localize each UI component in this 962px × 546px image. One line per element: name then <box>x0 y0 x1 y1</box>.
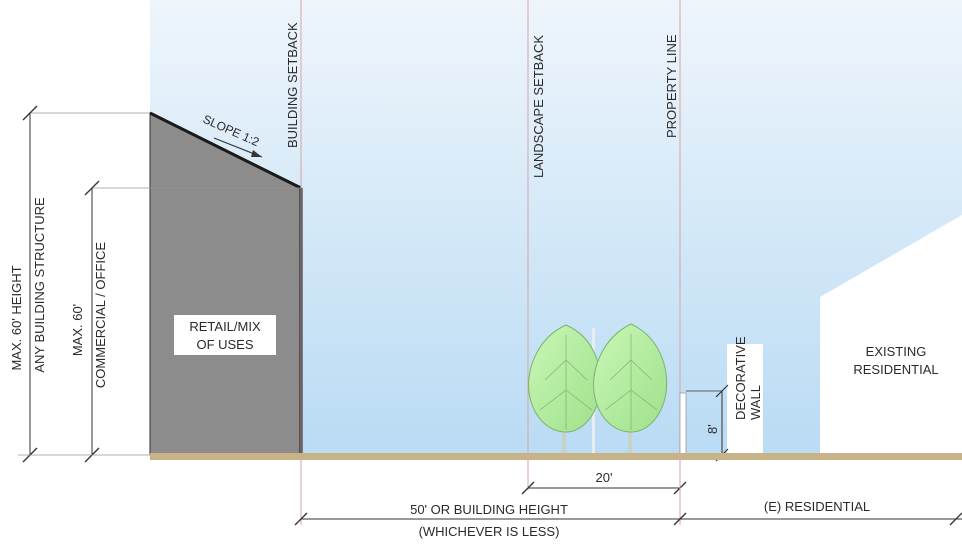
setback-tick-mid <box>673 512 687 526</box>
landscape-width-label: 20' <box>596 470 613 485</box>
height-dim-any-top-tick <box>22 105 38 121</box>
residential-zone-label: (E) RESIDENTIAL <box>764 499 870 514</box>
decorative-wall-label-line2: WALL <box>748 385 763 420</box>
height-any-label-line1: MAX. 60' HEIGHT <box>9 265 24 370</box>
wall-height-label: 8' <box>705 424 720 434</box>
retail-label-line2: OF USES <box>196 337 253 352</box>
property-line-label: PROPERTY LINE <box>664 34 679 138</box>
setback-tick-right <box>949 512 962 526</box>
landscape-setback-label: LANDSCAPE SETBACK <box>531 35 546 178</box>
slope-roof-line <box>149 111 302 190</box>
ground-line <box>150 453 962 460</box>
retail-label-box <box>174 315 276 355</box>
decorative-wall-label-box <box>727 344 763 454</box>
setback-label-line2: (WHICHEVER IS LESS) <box>419 524 560 539</box>
tree-branches <box>539 334 658 430</box>
landscape-width-tick-left <box>521 481 535 495</box>
existing-residential-label-line2: RESIDENTIAL <box>853 362 938 377</box>
decorative-wall-label-line1: DECORATIVE <box>733 336 748 420</box>
height-dim-commercial-top-tick <box>84 180 100 196</box>
trees <box>528 323 668 455</box>
decorative-wall <box>679 392 687 456</box>
commercial-label-line1: MAX. 60' <box>70 304 85 356</box>
existing-residential-label-line1: EXISTING <box>866 344 927 359</box>
slope-arrow-head <box>251 150 262 157</box>
commercial-label-line2: COMMERCIAL / OFFICE <box>93 242 108 388</box>
existing-residential-building <box>820 215 962 455</box>
setback-label-line1: 50' OR BUILDING HEIGHT <box>410 502 568 517</box>
building-setback-label: BUILDING SETBACK <box>285 22 300 148</box>
retail-label-line1: RETAIL/MIX <box>189 319 261 334</box>
setback-tick-left <box>294 512 308 526</box>
height-any-label-line2: ANY BUILDING STRUCTURE <box>32 197 47 373</box>
